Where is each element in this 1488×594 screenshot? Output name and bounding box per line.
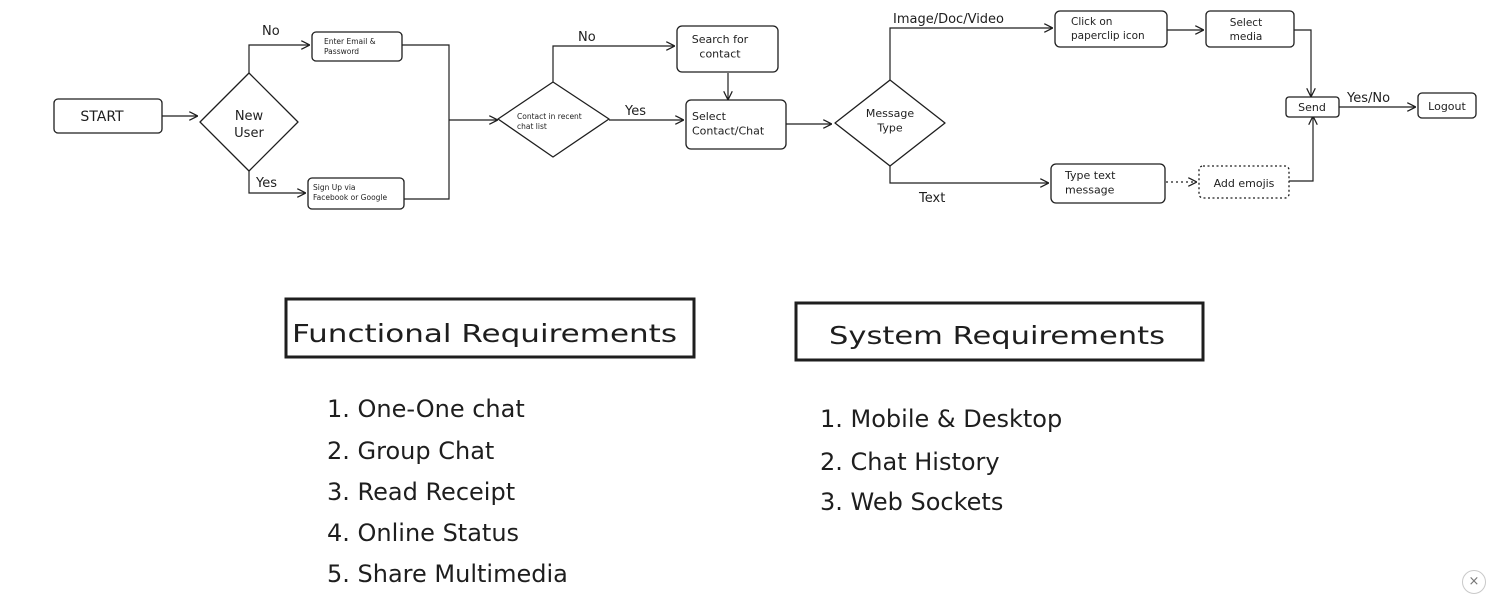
edge-label-no-new-user: No [262,24,280,39]
node-send: Send [1285,96,1340,118]
edge-emojis-to-send [1289,117,1313,182]
edge-contact-recent-to-search [552,46,674,82]
edge-select-media-to-send [1294,29,1311,96]
edge-new-user-to-signup [248,171,305,193]
system-requirements-box: System Requirements [794,301,1205,362]
node-add-emojis-label: Add emojis [1214,177,1275,190]
system-requirement-item: 1. Mobile & Desktop [820,405,1062,433]
system-requirements-title: System Requirements [829,321,1165,350]
node-logout-label: Logout [1428,100,1466,113]
node-send-label: Send [1298,101,1326,114]
close-button[interactable]: × [1462,570,1486,594]
edge-message-type-to-paperclip [889,28,1052,80]
functional-requirement-item: 5. Share Multimedia [327,560,568,588]
node-enter-email: Enter Email &Password [311,31,403,62]
edge-new-user-to-enter-email [248,45,309,73]
flowchart-edge-labels: No Yes No Yes Image/Doc/Video Text Yes/N… [255,12,1390,206]
system-requirement-item: 3. Web Sockets [820,488,1003,516]
system-requirement-item: 2. Chat History [820,448,1000,476]
node-add-emojis: Add emojis [1198,165,1290,199]
functional-requirements-list: 1. One-One chat 2. Group Chat 3. Read Re… [327,395,568,588]
functional-requirements-box: Functional Requirements [284,297,696,359]
node-enter-email-label: Enter Email &Password [324,37,376,56]
edge-enter-email-to-merge [402,44,450,120]
node-start: START [53,98,163,134]
functional-requirement-item: 4. Online Status [327,519,519,547]
edge-message-type-to-type-text [889,166,1048,183]
functional-requirement-item: 3. Read Receipt [327,478,515,506]
functional-requirement-item: 1. One-One chat [327,395,525,423]
node-start-label: START [80,109,124,125]
edge-label-yes-no: Yes/No [1346,91,1390,106]
edge-label-yes-contact-recent: Yes [624,104,646,119]
edge-label-no-contact-recent: No [578,30,596,45]
node-logout: Logout [1417,92,1477,119]
system-requirements-list: 1. Mobile & Desktop 2. Chat History 3. W… [820,405,1062,516]
flowchart-edges [162,28,1415,200]
edge-signup-to-merge [404,120,450,200]
edge-label-yes-new-user: Yes [255,176,277,191]
edge-label-image-doc-video: Image/Doc/Video [893,12,1004,27]
functional-requirements-title: Functional Requirements [292,319,677,348]
functional-requirement-item: 2. Group Chat [327,437,494,465]
edge-label-text: Text [918,191,945,206]
